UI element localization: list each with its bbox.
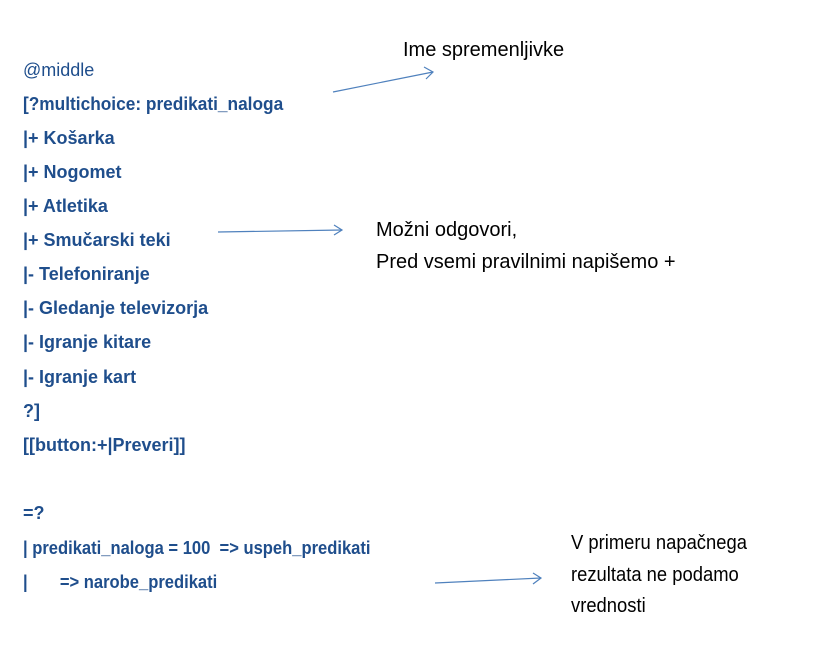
code-line: |+ Atletika — [23, 196, 108, 216]
code-line: |- Telefoniranje — [23, 264, 150, 284]
annotation-answers-1: Možni odgovori, — [376, 219, 518, 241]
arrow-to-variable-name — [332, 66, 434, 93]
arrow-to-wrong-result — [434, 572, 543, 585]
code-line: ?] — [23, 401, 40, 421]
code-line: |+ Košarka — [23, 128, 115, 148]
code-line: @middle — [23, 60, 95, 80]
annotation-wrong-3: vrednosti — [571, 595, 646, 617]
code-line: [[button:+|Preveri]] — [23, 435, 186, 455]
code-line: |+ Nogomet — [23, 162, 122, 182]
code-line: [?multichoice: predikati_naloga — [23, 94, 284, 114]
code-line: |- Igranje kitare — [23, 332, 152, 352]
code-line: |- Gledanje televizorja — [23, 298, 209, 318]
annotation-wrong-1: V primeru napačnega — [571, 532, 747, 554]
code-line: | => narobe_predikati — [23, 572, 218, 592]
annotation-wrong-2: rezultata ne podamo — [571, 564, 739, 586]
annotation-answers-2: Pred vsemi pravilnimi napišemo + — [376, 251, 676, 273]
code-line: | predikati_naloga = 100 => uspeh_predik… — [23, 538, 371, 558]
arrow-to-answers — [217, 224, 344, 236]
annotation-variable-name: Ime spremenljivke — [403, 39, 565, 61]
code-line: |+ Smučarski teki — [23, 230, 171, 250]
code-line: =? — [23, 503, 45, 523]
code-line: |- Igranje kart — [23, 367, 137, 387]
